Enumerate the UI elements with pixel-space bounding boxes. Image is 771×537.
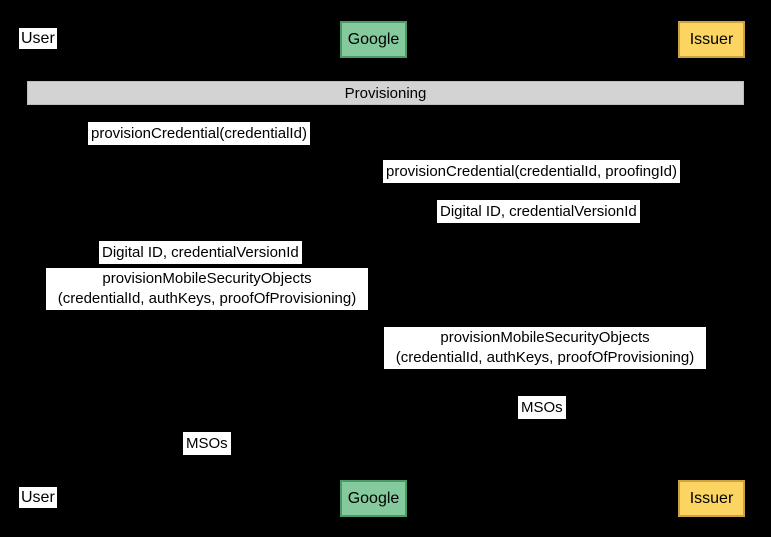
actor-issuer-bottom: Issuer — [678, 480, 745, 517]
message-msos-return-google-user: MSOs — [183, 432, 231, 455]
message-msos-return-issuer-google: MSOs — [518, 396, 566, 419]
actor-google-bottom: Google — [340, 480, 407, 517]
actor-user-top: User — [19, 28, 57, 49]
message-provision-credential-google-issuer: provisionCredential(credentialId, proofi… — [383, 160, 680, 183]
actor-google-top: Google — [340, 21, 407, 58]
message-digital-id-return-issuer-google: Digital ID, credentialVersionId — [437, 200, 640, 223]
message-provision-msos-google-issuer: provisionMobileSecurityObjects (credenti… — [384, 327, 706, 369]
message-provision-credential-user-google: provisionCredential(credentialId) — [88, 122, 310, 145]
actor-issuer-top: Issuer — [678, 21, 745, 58]
message-provision-msos-user-google: provisionMobileSecurityObjects (credenti… — [46, 268, 368, 310]
message-digital-id-return-google-user: Digital ID, credentialVersionId — [99, 241, 302, 264]
phase-bar-provisioning: Provisioning — [27, 81, 744, 105]
actor-user-bottom: User — [19, 487, 57, 508]
